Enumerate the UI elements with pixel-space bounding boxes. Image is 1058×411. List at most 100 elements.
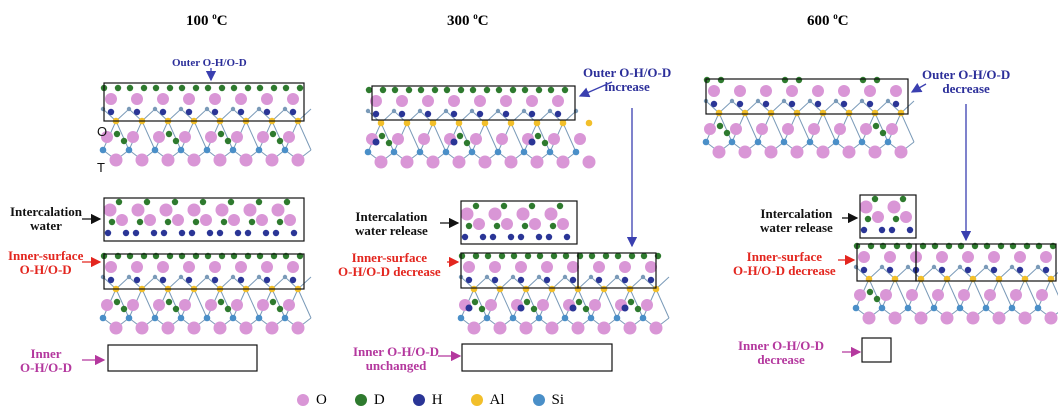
deuterium-atom (199, 198, 207, 206)
hydrogen-atom (465, 304, 473, 312)
aluminum-atom (793, 109, 801, 117)
oxygen-atom (103, 203, 117, 217)
oxygen-apex (256, 274, 262, 280)
aluminum-atom (819, 109, 827, 117)
deuterium-atom (723, 129, 731, 137)
deuterium-atom (536, 252, 544, 260)
oxygen-apex (178, 274, 184, 280)
oxygen-apex (126, 106, 132, 112)
oxygen-atom (738, 145, 752, 159)
deuterium-atom (521, 86, 529, 94)
oxygen-atom (287, 93, 299, 105)
oxygen-atom (374, 155, 388, 169)
oxygen-atom (894, 145, 908, 159)
oxygen-atom (834, 123, 846, 135)
hydrogen-atom (133, 108, 141, 116)
arrow-outer-increase-short (578, 81, 613, 98)
deuterium-atom (143, 198, 151, 206)
deuterium-atom (192, 84, 200, 92)
oxygen-apex (469, 108, 475, 114)
oxygen-apex (152, 274, 158, 280)
deuterium-atom (716, 122, 724, 130)
oxygen-atom (574, 133, 586, 145)
hydrogen-atom (517, 233, 525, 241)
deuterium-atom (640, 252, 648, 260)
oxygen-apex (781, 98, 787, 104)
hydrogen-atom (159, 276, 167, 284)
bond-line (655, 288, 670, 319)
deuterium-atom (276, 218, 284, 226)
deuterium-atom (864, 215, 872, 223)
oxygen-atom (161, 321, 175, 335)
bond-line (297, 288, 312, 319)
silicon-atom (229, 314, 237, 322)
oxygen-atom (1018, 311, 1032, 325)
deuterium-atom (498, 252, 506, 260)
deuterium-atom (136, 218, 144, 226)
hydrogen-atom (272, 229, 280, 237)
deuterium-atom (224, 137, 232, 145)
deuterium-atom (465, 222, 473, 230)
deuterium-atom (472, 252, 480, 260)
oxygen-atom (1014, 251, 1026, 263)
bond-line (946, 278, 961, 309)
aluminum-atom (741, 109, 749, 117)
oxygen-atom (172, 214, 184, 226)
oxygen-atom (392, 133, 404, 145)
bond-line (1050, 278, 1058, 296)
oxygen-apex (614, 274, 620, 280)
oxygen-atom (886, 123, 898, 135)
legend-label-Si: Si (551, 391, 565, 408)
deuterium-atom (417, 86, 425, 94)
deuterium-atom (561, 86, 569, 94)
deuterium-atom (484, 252, 492, 260)
box-outer-oh-100 (103, 82, 305, 122)
oxygen-atom (958, 289, 970, 301)
hydrogen-atom (185, 108, 193, 116)
bond-line (536, 122, 551, 153)
oxygen-atom (265, 321, 279, 335)
hydrogen-atom (237, 276, 245, 284)
hydrogen-atom (216, 229, 224, 237)
deuterium-atom (431, 86, 439, 94)
bond-line (894, 278, 909, 309)
atomic-layers (99, 76, 1058, 335)
oxygen-apex (391, 108, 397, 114)
oxygen-apex (957, 264, 963, 270)
box-inner-300 (461, 343, 613, 372)
deuterium-atom (495, 86, 503, 94)
deuterium-atom (255, 198, 263, 206)
aluminum-atom (377, 119, 385, 127)
oxygen-atom (962, 251, 974, 263)
oxygen-atom (812, 85, 824, 97)
oxygen-apex (885, 98, 891, 104)
oxygen-atom (859, 200, 873, 214)
hydrogen-atom (211, 276, 219, 284)
silicon-atom (177, 146, 185, 154)
deuterium-atom (588, 252, 596, 260)
hydrogen-atom (543, 276, 551, 284)
box-inner-surface-300-b (577, 252, 657, 289)
silicon-atom (546, 148, 554, 156)
hydrogen-atom (185, 276, 193, 284)
deuterium-atom (717, 76, 725, 84)
box-inner-surface-600-b (915, 243, 1057, 282)
deuterium-atom (549, 222, 557, 230)
legend: O D H Al Si (297, 392, 592, 408)
oxygen-atom (519, 321, 533, 335)
hydrogen-atom (263, 276, 271, 284)
title-300c: 300 oC (447, 11, 489, 29)
silicon-atom (572, 148, 580, 156)
oxygen-apex (230, 106, 236, 112)
deuterium-atom (140, 84, 148, 92)
bond-line (141, 120, 156, 151)
hydrogen-atom (424, 110, 432, 118)
oxygen-atom (582, 155, 596, 169)
hydrogen-atom (906, 226, 914, 234)
silicon-atom (255, 314, 263, 322)
oxygen-apex (282, 274, 288, 280)
hydrogen-atom (104, 229, 112, 237)
deuterium-atom (469, 86, 477, 94)
deuterium-atom (172, 305, 180, 313)
